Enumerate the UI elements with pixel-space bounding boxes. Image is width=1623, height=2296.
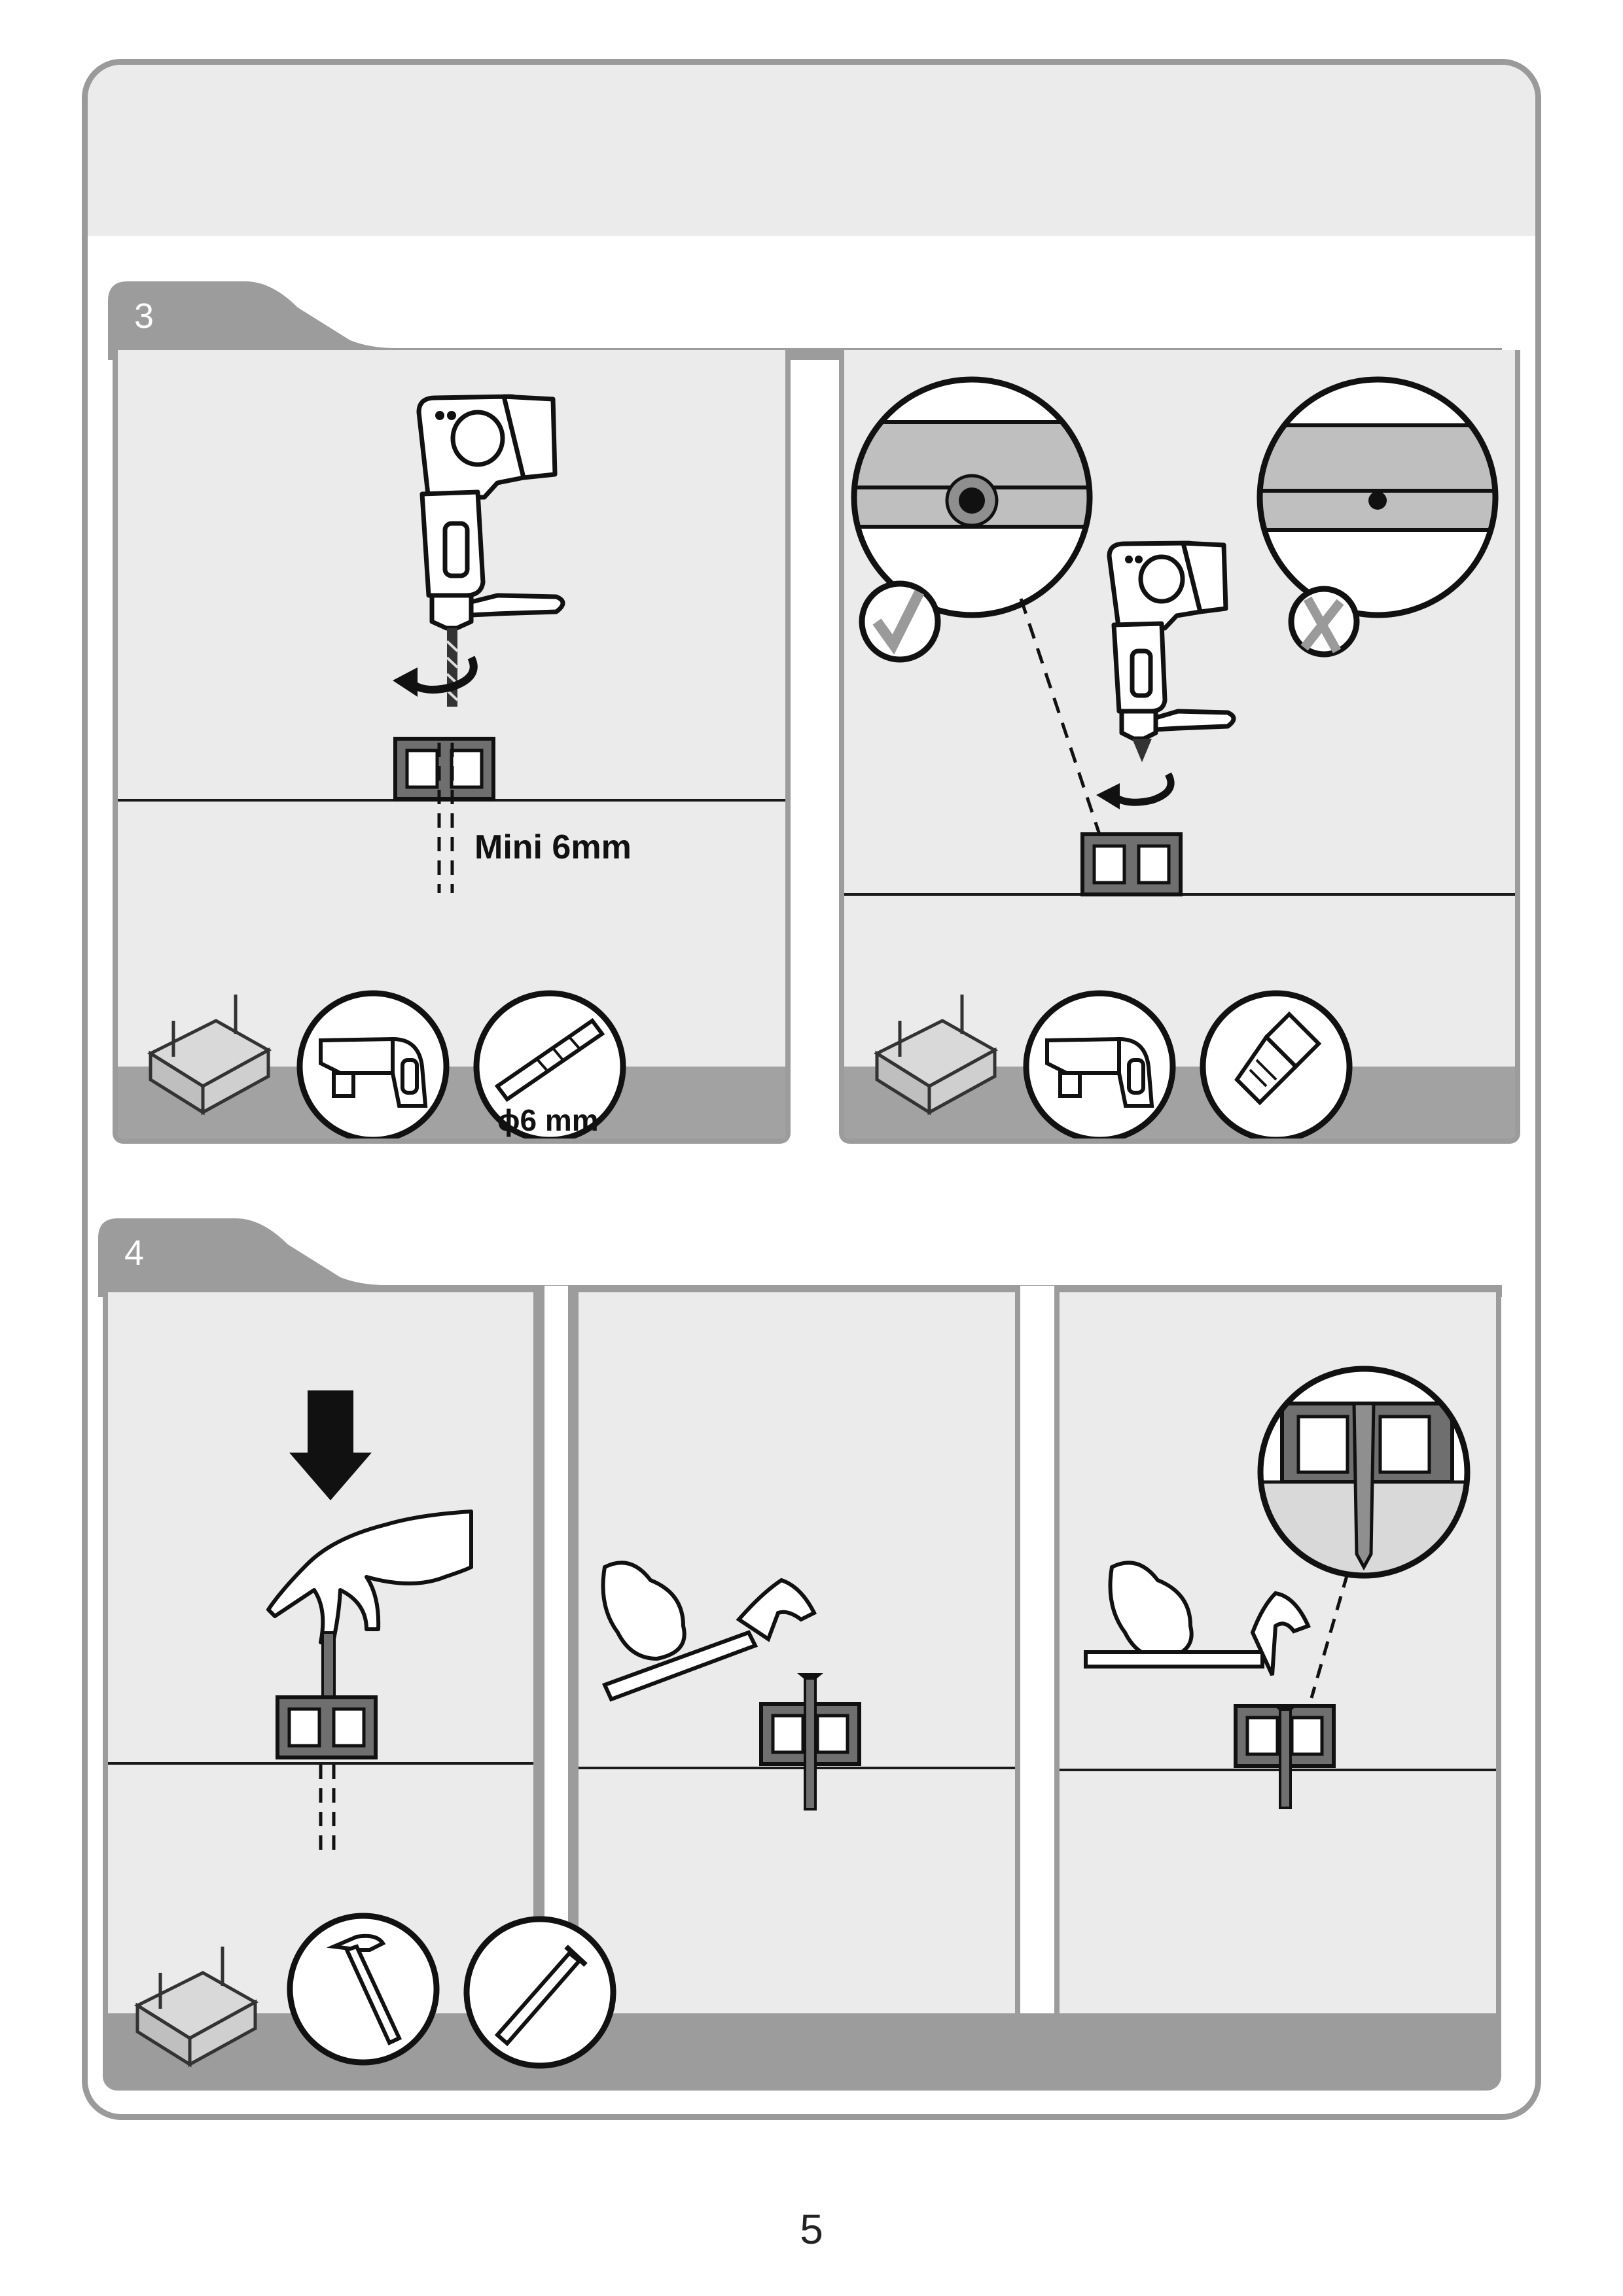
step-4-number: 4 [124,1233,145,1273]
step-3-tab [108,281,1502,360]
tool-drill-bit-circle [473,990,626,1139]
nail-plug [797,1673,823,1810]
batten-guide-icon [134,1947,259,2068]
leader-line [1019,598,1108,855]
correct-detail-circle [851,376,1093,618]
step-3-number: 3 [134,296,154,336]
wall-line [108,1762,533,1765]
down-arrow-icon [289,1390,372,1500]
incorrect-cross-badge [1288,586,1360,658]
batten-block [1080,832,1183,896]
tool-nail-plug-circle [463,1916,616,2069]
wall-line [1060,1769,1496,1771]
drill-icon [416,394,565,707]
wall-line [579,1767,1015,1769]
nail-plug [1272,1704,1298,1809]
step-3-panel-countersink: ✓ ✗ [839,350,1520,1144]
bit-size-label: ɸ6 mm [497,1103,599,1137]
step-4-tab [98,1218,1502,1297]
step-4-panel-hammer-flush [1060,1292,1496,2013]
tool-drill-circle [1023,990,1176,1139]
separator [539,1286,573,2013]
hammer-hand-icon [601,1561,817,1702]
hammer-hand-icon [1084,1561,1311,1676]
rotation-arrow-icon [1096,772,1175,809]
incorrect-detail-circle [1257,376,1499,618]
batten-block [393,737,495,801]
drill-icon [1107,540,1236,762]
drill-hole-guide [437,743,454,893]
batten-block [276,1695,378,1759]
tool-drill-circle [296,990,450,1139]
correct-check-badge [859,580,941,663]
rotation-arrow-icon [393,656,478,697]
separator [1015,1286,1060,2013]
hand-icon [266,1510,473,1647]
flush-detail-circle [1257,1366,1471,1579]
min-depth-label: Mini 6mm [474,828,632,866]
tool-hammer-circle [287,1913,440,2066]
batten-guide-icon [873,995,999,1116]
header-band [88,65,1535,236]
batten-guide-icon [147,995,272,1116]
tool-countersink-circle [1200,990,1353,1139]
leader-line [1310,1573,1349,1699]
step-4-panel-hammer-plug [579,1292,1015,2013]
step-4-panel-insert-plug [108,1292,533,2013]
page-number: 5 [800,2206,823,2253]
drill-hole-guide [319,1765,336,1850]
step-3-panel-drill-hole: Mini 6mm ɸ6 mm [113,350,791,1144]
